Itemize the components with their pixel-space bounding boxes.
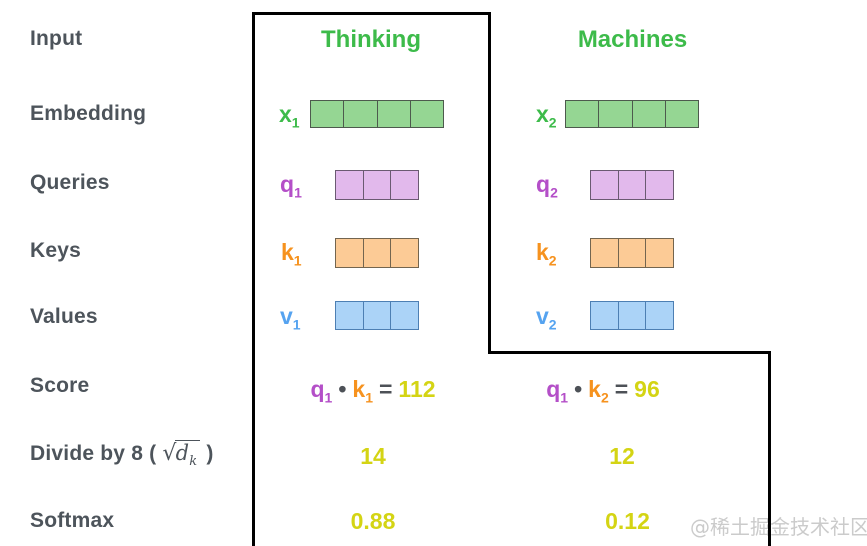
q2-query-vector [590, 170, 674, 200]
row-label-softmax: Softmax [30, 509, 115, 532]
vector-cell [343, 101, 376, 127]
q1-query-vector [335, 170, 419, 200]
sqrt-dk-term: dk [174, 440, 201, 469]
softmax-value-machines: 0.12 [605, 508, 650, 534]
math-k-subscript: k [189, 454, 198, 470]
word-heading-machines: Machines [577, 26, 688, 53]
divide-label-suffix: ) [206, 442, 214, 465]
x2-label: x2 [536, 101, 557, 131]
v1-label: v1 [280, 303, 301, 333]
row-label-input: Input [30, 27, 83, 50]
q2-label: q2 [536, 171, 558, 201]
vector-cell [591, 171, 618, 199]
score-value: 112 [398, 376, 436, 402]
vector-cell [631, 101, 665, 127]
vector-cell [336, 302, 363, 329]
math-d: d [175, 441, 190, 465]
vector-cell [362, 171, 391, 199]
vector-cell [390, 302, 418, 329]
vector-cell [362, 302, 391, 329]
k1-label: k1 [281, 239, 302, 269]
vector-cell [617, 239, 646, 267]
x2-embedding-vector [565, 100, 699, 128]
vector-cell [311, 101, 343, 127]
divided-value-thinking: 14 [360, 443, 386, 469]
vector-cell [566, 101, 598, 127]
vector-cell [336, 171, 363, 199]
vector-cell [409, 101, 443, 127]
vector-cell [617, 302, 646, 329]
k1-key-vector [335, 238, 419, 268]
x1-embedding-vector [310, 100, 444, 128]
vector-cell [390, 239, 418, 267]
row-label-queries: Queries [30, 171, 110, 194]
k2-key-vector [590, 238, 674, 268]
score-expression-thinking: q1•k1=112 [310, 376, 436, 406]
vector-cell [645, 239, 673, 267]
dot-operator: • [574, 376, 583, 402]
dot-operator: • [338, 376, 347, 402]
word-heading-thinking: Thinking [321, 26, 421, 53]
v1-value-vector [335, 301, 419, 330]
score-value: 96 [634, 376, 660, 402]
vector-cell [376, 101, 410, 127]
q1-label: q1 [280, 171, 302, 201]
v2-value-vector [590, 301, 674, 330]
vector-cell [336, 239, 363, 267]
equals-sign: = [378, 376, 393, 402]
vector-cell [645, 302, 673, 329]
row-label-keys: Keys [30, 239, 82, 262]
divided-value-machines: 12 [609, 443, 635, 469]
row-label-score: Score [30, 374, 90, 397]
k2-label: k2 [536, 239, 557, 269]
equals-sign: = [614, 376, 629, 402]
row-label-divide: Divide by 8 ( √dk ) [30, 440, 214, 469]
row-label-values: Values [30, 305, 98, 328]
sqrt-radical-symbol: √ [162, 441, 177, 466]
vector-cell [645, 171, 673, 199]
vector-cell [664, 101, 698, 127]
vector-cell [390, 171, 418, 199]
x1-label: x1 [279, 101, 300, 131]
vector-cell [591, 239, 618, 267]
score-expression-machines: q1•k2=96 [546, 376, 660, 406]
vector-cell [591, 302, 618, 329]
divide-label-prefix: Divide by 8 ( [30, 442, 157, 465]
row-label-embedding: Embedding [30, 102, 147, 125]
vector-cell [617, 171, 646, 199]
vector-cell [362, 239, 391, 267]
vector-cell [598, 101, 631, 127]
softmax-value-thinking: 0.88 [350, 508, 396, 534]
v2-label: v2 [536, 303, 557, 333]
